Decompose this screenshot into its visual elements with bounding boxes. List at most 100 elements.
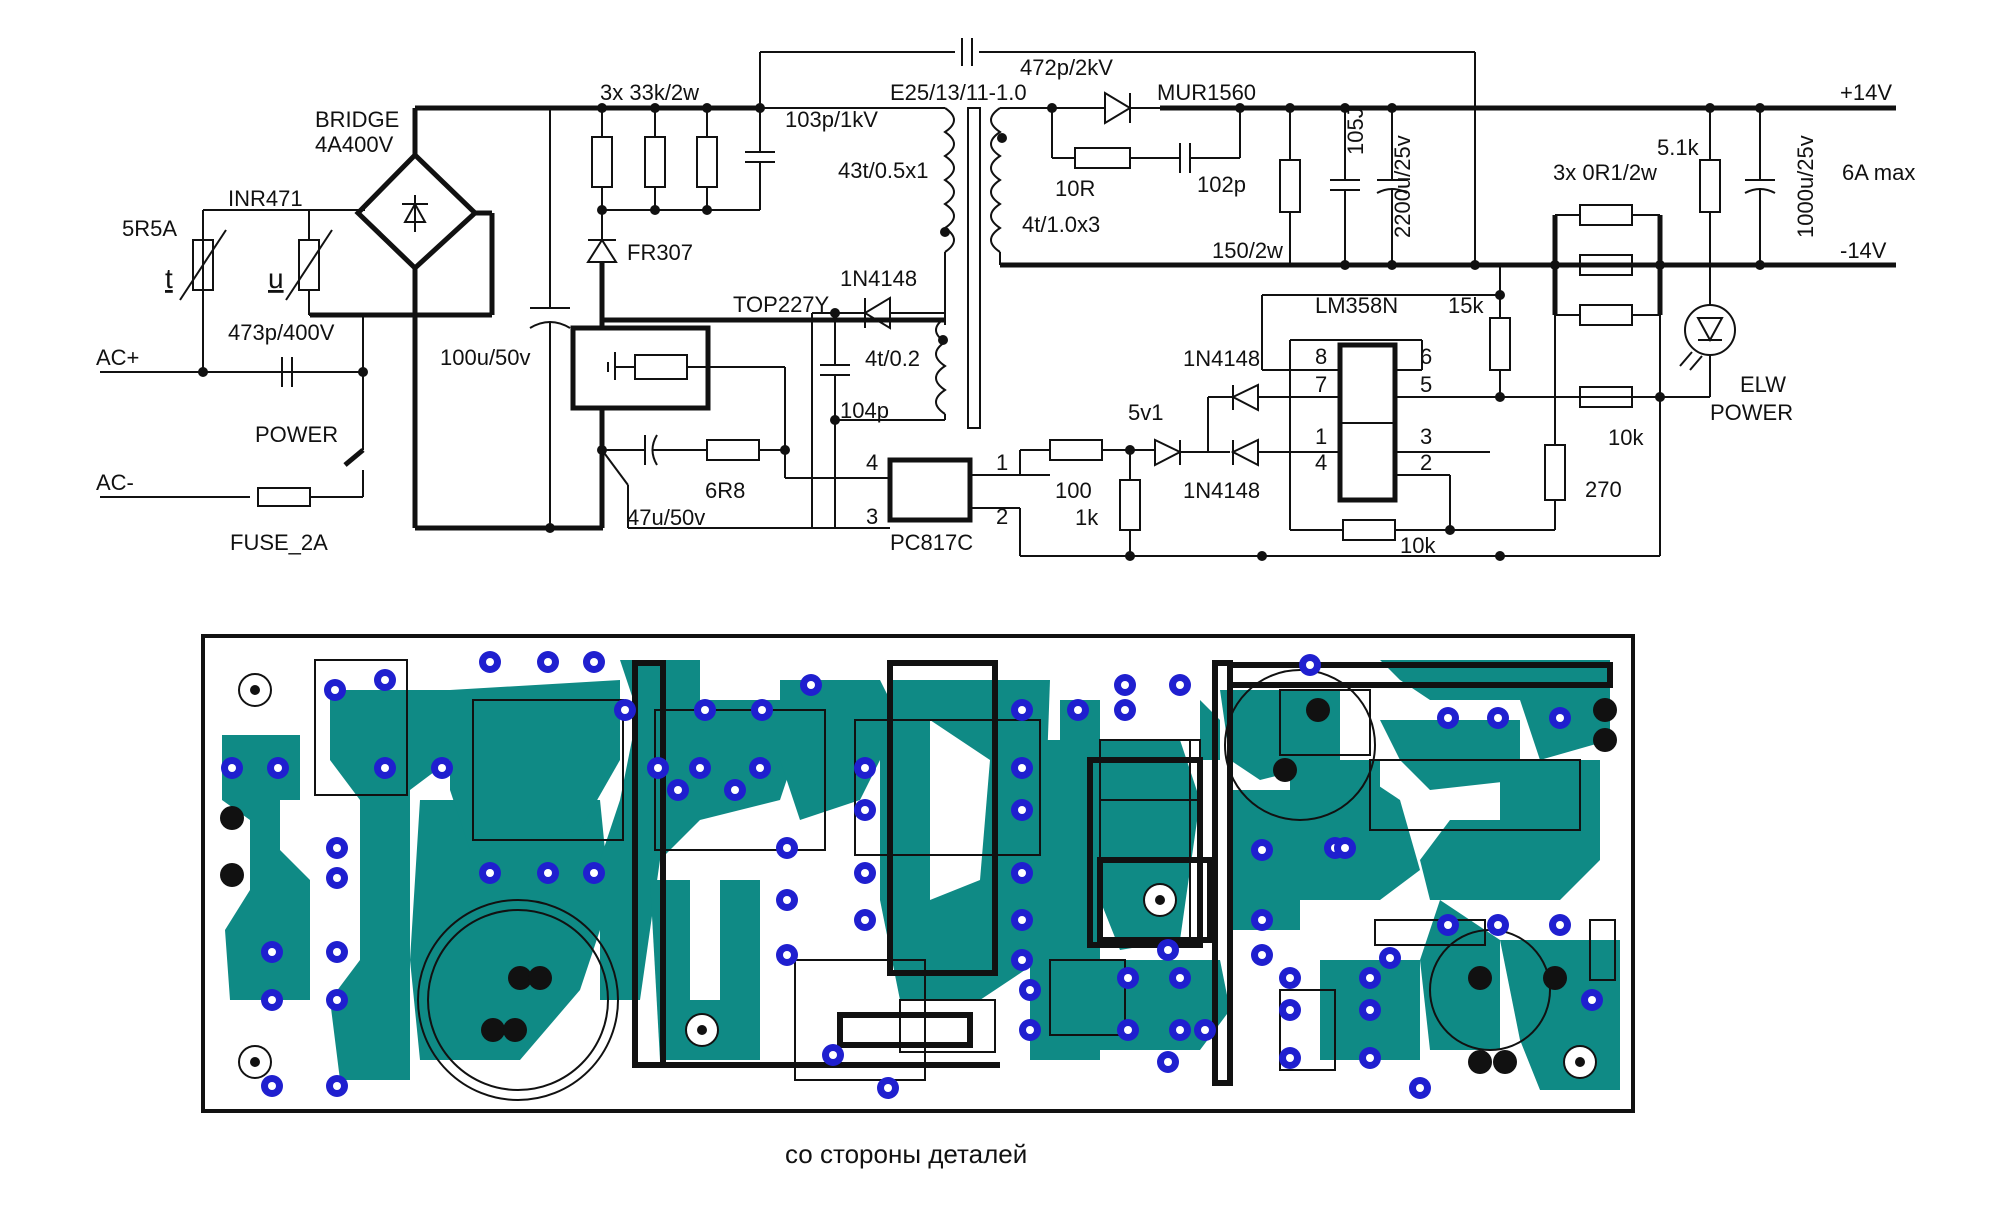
pcb-pad-hole [268,996,276,1004]
pcb-pad-hole [1258,951,1266,959]
r100-resistor [1049,439,1103,461]
label-lm358-pin-3: 3 [1420,424,1432,449]
pcb-pad-hole [1258,916,1266,924]
r15k-resistor [1489,317,1511,371]
pcb-pad-hole [331,686,339,694]
label-r100: 100 [1055,478,1092,503]
label-bulk-cap: 100u/50v [440,345,531,370]
label-lm358-pin-4: 4 [1315,450,1327,475]
pcb-pad-hole [1124,1026,1132,1034]
pcb-pad-hole [1124,974,1132,982]
pcb-pad-hole [1164,946,1172,954]
pcb-pad-hole [1306,661,1314,669]
label-lm358-pin-2: 2 [1420,450,1432,475]
label-varistor: INR471 [228,186,303,211]
label-lm358-pin-8: 8 [1315,344,1327,369]
pcb-layout: со стороны деталей [201,634,1635,1169]
pcb-pad-hole [1026,1026,1034,1034]
snubber-c102 [1179,143,1191,173]
pcb-pad-large [1543,966,1567,990]
label-u: u [268,263,284,294]
varistor [285,229,333,301]
label-d1: 1N4148 [1183,346,1260,371]
label-snub-c: 102p [1197,172,1246,197]
label-d2: 1N4148 [1183,478,1260,503]
label-rectifier: MUR1560 [1157,80,1256,105]
pcb-pad-large [220,806,244,830]
pcb-pad-hole [544,658,552,666]
lm358-opamp [1337,342,1398,503]
r5k1-resistor [1699,159,1721,213]
pcb-pad-hole [783,951,791,959]
pcb-pad-large [503,1018,527,1042]
pcb-pad-large [508,966,532,990]
label-control-res: 6R8 [705,478,745,503]
label-y-cap: 472p/2kV [1020,55,1113,80]
schematic-labels: BRIDGE 4A400V 5R5A INR471 t u AC+ AC- 47… [96,55,1915,558]
label-r1k: 1k [1075,505,1099,530]
pcb-pad-large [220,863,244,887]
pcb-pad-hole [590,658,598,666]
label-transformer: E25/13/11-1.0 [890,80,1027,105]
pcb-pad-hole [268,1082,276,1090]
pcb-pad-hole [1018,869,1026,877]
snubber-r10 [1074,147,1131,169]
pcb-pad-hole [381,764,389,772]
pcb-pad-hole [1286,974,1294,982]
pcb-pad-large [1306,698,1330,722]
pcb-pad-hole [1018,806,1026,814]
label-optocoupler: PC817C [890,530,973,555]
pcb-pad-hole [1286,1006,1294,1014]
label-bias-diode: 1N4148 [840,266,917,291]
label-bridge: BRIDGE [315,107,399,132]
pcb-pad-hole [333,874,341,882]
pcb-pad-hole [1588,996,1596,1004]
pcb-pad-hole [861,869,869,877]
pcb-pad-hole [1366,974,1374,982]
label-ac-minus: AC- [96,470,134,495]
pcb-pad-hole [1556,921,1564,929]
label-t: t [165,263,173,294]
schematic: BRIDGE 4A400V 5R5A INR471 t u AC+ AC- 47… [96,38,1915,561]
label-fr307: FR307 [627,240,693,265]
pcb-pad-large [1593,728,1617,752]
label-neg-out: -14V [1840,238,1887,263]
pcb-pad-hole [333,1082,341,1090]
secondary-winding [990,107,1002,253]
label-zener: 5v1 [1128,400,1163,425]
label-bridge-rating: 4A400V [315,132,394,157]
label-out-cap2: 1000u/25v [1793,135,1818,238]
pcb-pads [220,651,1617,1099]
pcb-pad-hole [486,869,494,877]
bias-capacitor [820,364,850,376]
pcb-pad-hole [333,996,341,1004]
cap-105j [1330,179,1360,191]
label-bias-cap: 104p [840,398,889,423]
label-ntc: 5R5A [122,216,177,241]
pcb-pad-hole [1258,846,1266,854]
bridge-rectifier [354,151,479,272]
pcb-pad-hole [783,844,791,852]
label-power-switch: POWER [255,422,338,447]
y-capacitor [961,38,973,66]
top227-switch [570,325,711,411]
pcb-pad-hole [1018,764,1026,772]
pcb-pad-hole [884,1084,892,1092]
pcb-pad-hole [1494,921,1502,929]
lm358-diode-upper [1230,383,1259,412]
pcb-pad-hole [701,706,709,714]
pcb-pad-hole [1494,714,1502,722]
load-resistor [1279,159,1301,213]
label-lm358-pin-5: 5 [1420,372,1432,397]
label-snub-r: 10R [1055,176,1095,201]
label-control-cap: 47u/50v [627,505,705,530]
pcb-pad-hole [1386,954,1394,962]
pcb-pad-hole [486,658,494,666]
pcb-pad-hole [1444,921,1452,929]
label-bias-winding: 4t/0.2 [865,346,920,371]
pcb-pad-hole [1366,1006,1374,1014]
pcb-pad-hole [654,764,662,772]
pcb-pad-hole [274,764,282,772]
label-r10k-b: 10k [1400,533,1436,558]
